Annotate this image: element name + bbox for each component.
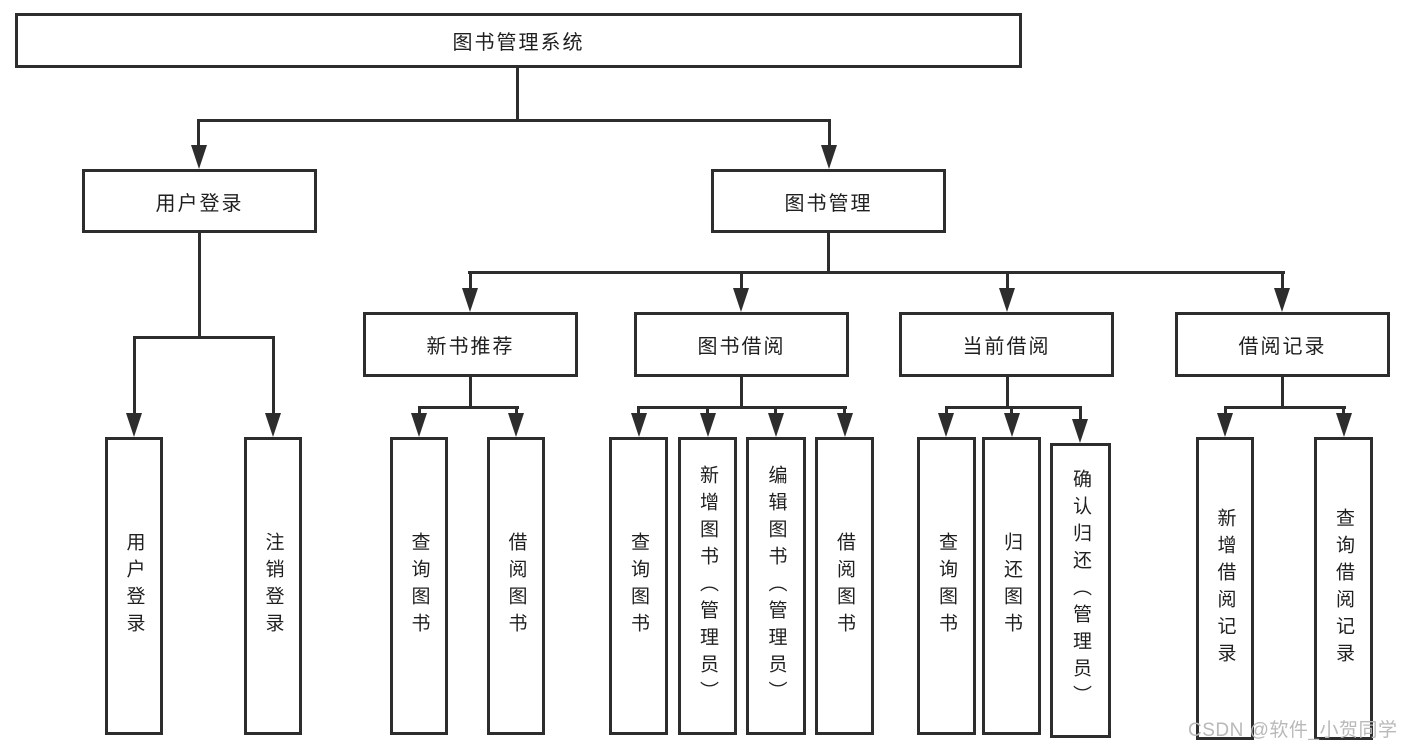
node-library-system: 图书管理系统 xyxy=(15,13,1022,68)
connector-line xyxy=(740,271,743,292)
connector-line xyxy=(1281,377,1284,409)
connector-line xyxy=(1079,406,1082,420)
leaf-borrow-books-borrow-label: 借阅图书 xyxy=(834,532,855,640)
leaf-query-books-recommend: 查询图书 xyxy=(390,437,448,735)
connector-line xyxy=(1006,271,1009,292)
leaf-logout-label: 注销登录 xyxy=(262,532,284,640)
connector-line xyxy=(197,119,831,122)
leaf-query-books-current: 查询图书 xyxy=(917,437,976,735)
node-borrow-records-label: 借阅记录 xyxy=(1238,336,1327,358)
arrow-down-icon xyxy=(1274,288,1290,312)
arrow-down-icon xyxy=(631,413,647,437)
leaf-borrow-books-recommend-label: 借阅图书 xyxy=(505,532,527,640)
leaf-query-books-recommend-label: 查询图书 xyxy=(408,532,430,640)
connector-line xyxy=(945,406,948,416)
arrow-down-icon xyxy=(1004,413,1020,437)
node-user-login: 用户登录 xyxy=(82,169,317,233)
connector-line xyxy=(774,406,777,416)
leaf-user-login-label: 用户登录 xyxy=(123,532,145,640)
connector-line xyxy=(637,406,640,416)
leaf-user-login: 用户登录 xyxy=(105,437,163,735)
node-book-management-label: 图书管理 xyxy=(784,192,873,215)
leaf-borrow-books-recommend: 借阅图书 xyxy=(487,437,545,735)
leaf-add-book-admin-label: 新增图书（管理员） xyxy=(697,464,718,708)
connector-line xyxy=(1006,377,1009,409)
node-library-system-label: 图书管理系统 xyxy=(452,32,585,54)
connector-line xyxy=(1342,406,1345,416)
connector-line xyxy=(418,406,519,409)
arrow-down-icon xyxy=(700,413,716,437)
connector-line xyxy=(516,68,519,122)
arrow-down-icon xyxy=(265,413,281,437)
connector-line xyxy=(637,406,847,409)
arrow-down-icon xyxy=(1072,419,1088,443)
leaf-edit-book-admin: 编辑图书（管理员） xyxy=(746,437,806,735)
connector-line xyxy=(1224,406,1346,409)
node-book-management: 图书管理 xyxy=(711,169,946,233)
arrow-down-icon xyxy=(837,413,853,437)
node-book-borrow-label: 图书借阅 xyxy=(697,336,786,358)
connector-line xyxy=(740,377,743,409)
connector-line xyxy=(1224,406,1227,416)
connector-line xyxy=(469,271,472,292)
arrow-down-icon xyxy=(821,145,837,169)
leaf-query-books-borrow: 查询图书 xyxy=(609,437,668,735)
arrow-down-icon xyxy=(191,145,207,169)
connector-line xyxy=(706,406,709,416)
connector-line xyxy=(827,233,830,274)
arrow-down-icon xyxy=(999,288,1015,312)
leaf-confirm-return-admin-label: 确认归还（管理员） xyxy=(1070,469,1091,712)
arrow-down-icon xyxy=(411,413,427,437)
connector-line xyxy=(418,406,421,416)
leaf-borrow-books-borrow: 借阅图书 xyxy=(815,437,874,735)
node-book-borrow: 图书借阅 xyxy=(634,312,849,377)
node-new-book-recommend-label: 新书推荐 xyxy=(426,336,515,358)
connector-line xyxy=(198,233,201,339)
connector-line xyxy=(197,119,200,150)
connector-line xyxy=(945,406,1082,409)
arrow-down-icon xyxy=(126,413,142,437)
leaf-add-borrow-record: 新增借阅记录 xyxy=(1196,437,1254,740)
node-new-book-recommend: 新书推荐 xyxy=(363,312,578,377)
leaf-return-books-label: 归还图书 xyxy=(1001,532,1022,640)
connector-line xyxy=(468,271,1285,274)
arrow-down-icon xyxy=(1336,413,1352,437)
connector-line xyxy=(1281,271,1284,292)
csdn-watermark: CSDN @软件_小贺同学 xyxy=(1188,720,1398,741)
leaf-add-book-admin: 新增图书（管理员） xyxy=(678,437,737,735)
connector-line xyxy=(133,336,136,416)
connector-line xyxy=(828,119,831,150)
leaf-query-borrow-record-label: 查询借阅记录 xyxy=(1333,507,1354,670)
node-current-borrow: 当前借阅 xyxy=(899,312,1114,377)
arrow-down-icon xyxy=(508,413,524,437)
leaf-query-borrow-record: 查询借阅记录 xyxy=(1314,437,1373,740)
arrow-down-icon xyxy=(768,413,784,437)
leaf-logout: 注销登录 xyxy=(244,437,302,735)
arrow-down-icon xyxy=(462,288,478,312)
node-current-borrow-label: 当前借阅 xyxy=(962,336,1051,358)
node-borrow-records: 借阅记录 xyxy=(1175,312,1390,377)
arrow-down-icon xyxy=(938,413,954,437)
leaf-add-borrow-record-label: 新增借阅记录 xyxy=(1214,507,1236,670)
leaf-query-books-borrow-label: 查询图书 xyxy=(628,532,649,640)
arrow-down-icon xyxy=(733,288,749,312)
leaf-query-books-current-label: 查询图书 xyxy=(936,532,957,640)
connector-line xyxy=(469,377,472,409)
connector-line xyxy=(843,406,846,416)
arrow-down-icon xyxy=(1217,413,1233,437)
connector-line xyxy=(133,336,275,339)
leaf-return-books: 归还图书 xyxy=(982,437,1041,735)
leaf-confirm-return-admin: 确认归还（管理员） xyxy=(1050,443,1111,738)
connector-line xyxy=(272,336,275,416)
connector-line xyxy=(515,406,518,416)
connector-line xyxy=(1010,406,1013,416)
leaf-edit-book-admin-label: 编辑图书（管理员） xyxy=(765,464,787,708)
node-user-login-label: 用户登录 xyxy=(155,192,244,215)
